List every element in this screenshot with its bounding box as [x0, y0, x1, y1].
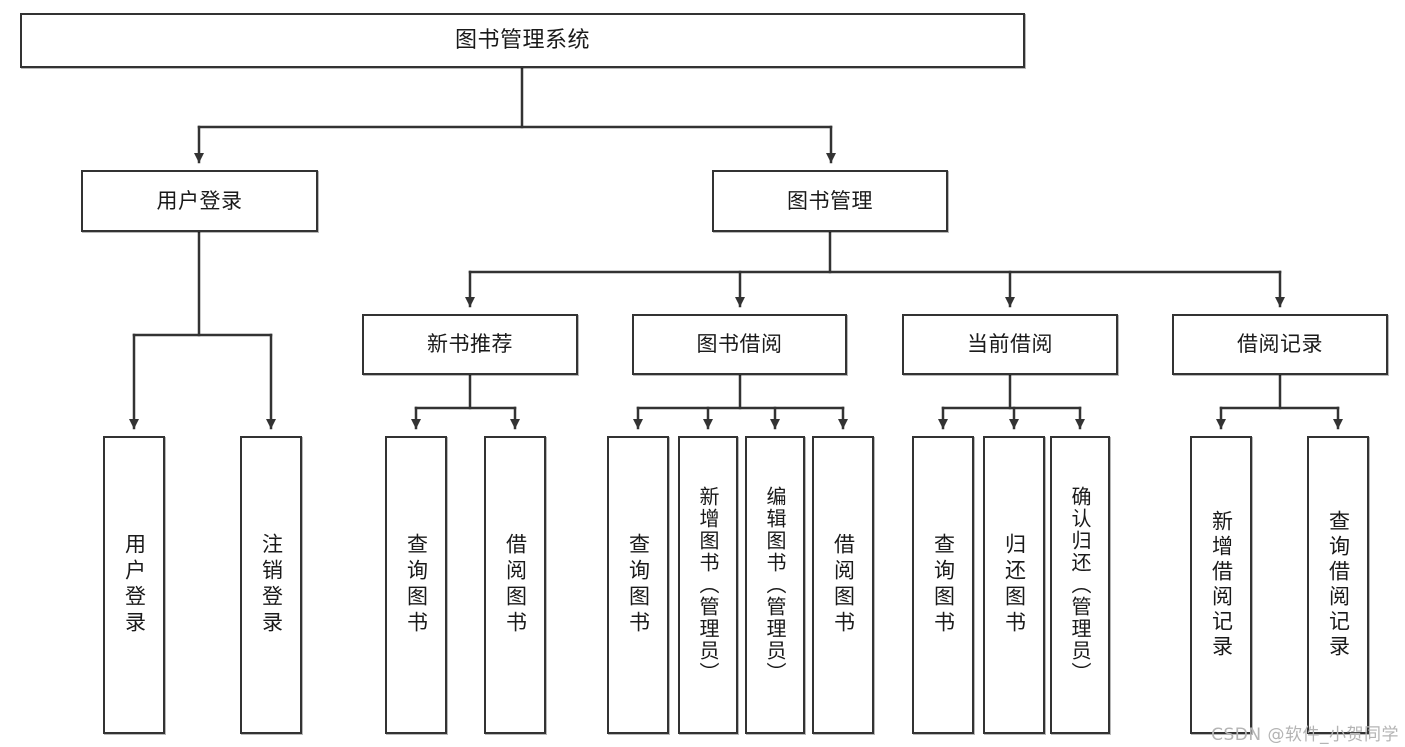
- node-label: 查询图书: [404, 533, 429, 637]
- node-label: 图书管理系统: [454, 27, 590, 53]
- node-label: 新增图书（管理员）: [696, 486, 720, 684]
- node-leaf-bb-add-book[interactable]: 新增图书（管理员）: [678, 436, 738, 734]
- node-label: 编辑图书（管理员）: [763, 486, 787, 684]
- node-label: 图书借阅: [696, 332, 783, 357]
- node-leaf-br-add-record[interactable]: 新增借阅记录: [1190, 436, 1252, 734]
- node-leaf-rec-query-book[interactable]: 查询图书: [385, 436, 447, 734]
- node-leaf-rec-borrow-book[interactable]: 借阅图书: [484, 436, 546, 734]
- node-label: 确认归还（管理员）: [1068, 486, 1092, 684]
- node-leaf-cb-return-book[interactable]: 归还图书: [983, 436, 1045, 734]
- node-new-book-rec[interactable]: 新书推荐: [362, 314, 578, 375]
- node-leaf-br-query-record[interactable]: 查询借阅记录: [1307, 436, 1369, 734]
- node-label: 借阅记录: [1237, 332, 1323, 357]
- node-label: 当前借阅: [967, 332, 1053, 357]
- node-leaf-bb-query-book[interactable]: 查询图书: [607, 436, 669, 734]
- node-leaf-bb-edit-book[interactable]: 编辑图书（管理员）: [745, 436, 805, 734]
- node-label: 查询图书: [931, 533, 956, 637]
- node-label: 归还图书: [1002, 533, 1027, 637]
- node-label: 用户登录: [156, 188, 243, 213]
- node-label: 图书管理: [787, 188, 873, 213]
- node-leaf-bb-borrow-book[interactable]: 借阅图书: [812, 436, 874, 734]
- node-label: 查询图书: [626, 533, 651, 637]
- node-leaf-user-logout[interactable]: 注销登录: [240, 436, 302, 734]
- node-user-login[interactable]: 用户登录: [81, 170, 318, 232]
- node-label: 借阅图书: [503, 533, 528, 637]
- node-label: 新书推荐: [427, 332, 513, 357]
- csdn-watermark: CSDN @软件_小贺同学: [1211, 725, 1399, 745]
- node-label: 注销登录: [259, 533, 284, 637]
- node-root-system[interactable]: 图书管理系统: [20, 13, 1025, 68]
- node-label: 用户登录: [122, 533, 147, 637]
- node-leaf-user-login[interactable]: 用户登录: [103, 436, 165, 734]
- node-leaf-cb-confirm-return[interactable]: 确认归还（管理员）: [1050, 436, 1110, 734]
- node-borrow-record[interactable]: 借阅记录: [1172, 314, 1388, 375]
- node-current-borrow[interactable]: 当前借阅: [902, 314, 1118, 375]
- node-book-borrow[interactable]: 图书借阅: [632, 314, 847, 375]
- node-label: 查询借阅记录: [1326, 510, 1351, 660]
- node-leaf-cb-query-book[interactable]: 查询图书: [912, 436, 974, 734]
- node-label: 新增借阅记录: [1209, 510, 1234, 660]
- node-label: 借阅图书: [831, 533, 856, 637]
- node-book-manage[interactable]: 图书管理: [712, 170, 948, 232]
